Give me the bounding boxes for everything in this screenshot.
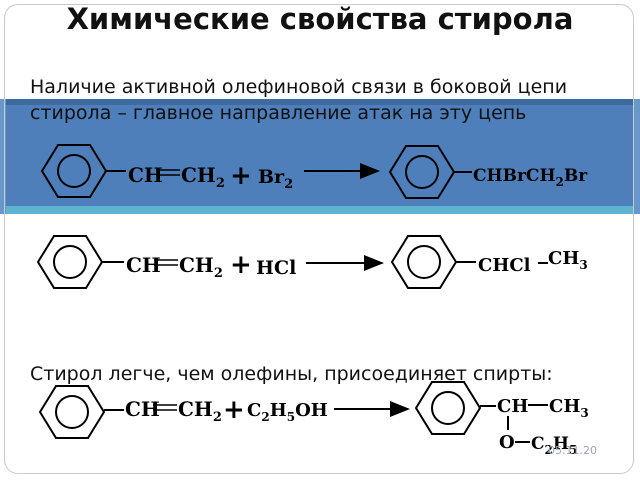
product-ch3: CH3 <box>548 248 588 272</box>
benzene-ring-icon <box>390 235 458 289</box>
plus-sign: + <box>230 161 252 191</box>
intro-paragraph: Наличие активной олефиновой связи в боко… <box>30 76 568 124</box>
double-bond <box>154 259 178 266</box>
product-chcl: CHCl <box>478 255 531 276</box>
product-ch: CH <box>497 396 528 417</box>
double-bond <box>156 169 180 176</box>
alcohol-paragraph: Стирол легче, чем олефины, присоединяет … <box>30 363 553 385</box>
benzene-ring-icon <box>38 385 106 439</box>
header-band <box>0 99 640 206</box>
band-left-edge <box>0 99 6 214</box>
group-ch: CH <box>125 397 160 421</box>
reaction-3: CH CH2 + C2H5OH CH CH3 O C2H5 <box>38 381 589 457</box>
group-ch2: CH2 <box>181 163 225 191</box>
slide-title: Химические свойства стирола <box>66 2 574 36</box>
reagent-c2h5oh: C2H5OH <box>247 400 328 424</box>
product-oxygen: O <box>499 432 515 453</box>
benzene-ring-icon <box>36 235 104 289</box>
band-right-edge <box>634 99 640 214</box>
reaction-1: CH CH2 + Br2 CHBrCH2Br <box>40 144 588 199</box>
slide-frame <box>4 4 634 474</box>
reagent-br2: Br2 <box>258 166 293 192</box>
plus-sign: + <box>223 395 245 425</box>
group-ch2: CH2 <box>178 397 222 425</box>
header-band-accent-stripe <box>0 206 640 214</box>
group-ch2: CH2 <box>179 253 223 281</box>
double-bond <box>153 404 177 411</box>
product-c2h5: C2H5 <box>531 434 577 457</box>
slide-date: 05.11.20 <box>548 444 597 457</box>
plus-sign: + <box>230 250 252 280</box>
product-ch3: CH3 <box>549 396 589 420</box>
header-band-top-stripe <box>0 99 640 105</box>
reagent-hcl: HCl <box>256 257 296 279</box>
benzene-ring-icon <box>388 145 456 199</box>
benzene-ring-icon <box>414 381 482 435</box>
reaction-2: CH CH2 + HCl CHCl CH3 <box>36 235 588 289</box>
product-chbrch2br: CHBrCH2Br <box>473 166 588 189</box>
benzene-ring-icon <box>40 144 108 198</box>
